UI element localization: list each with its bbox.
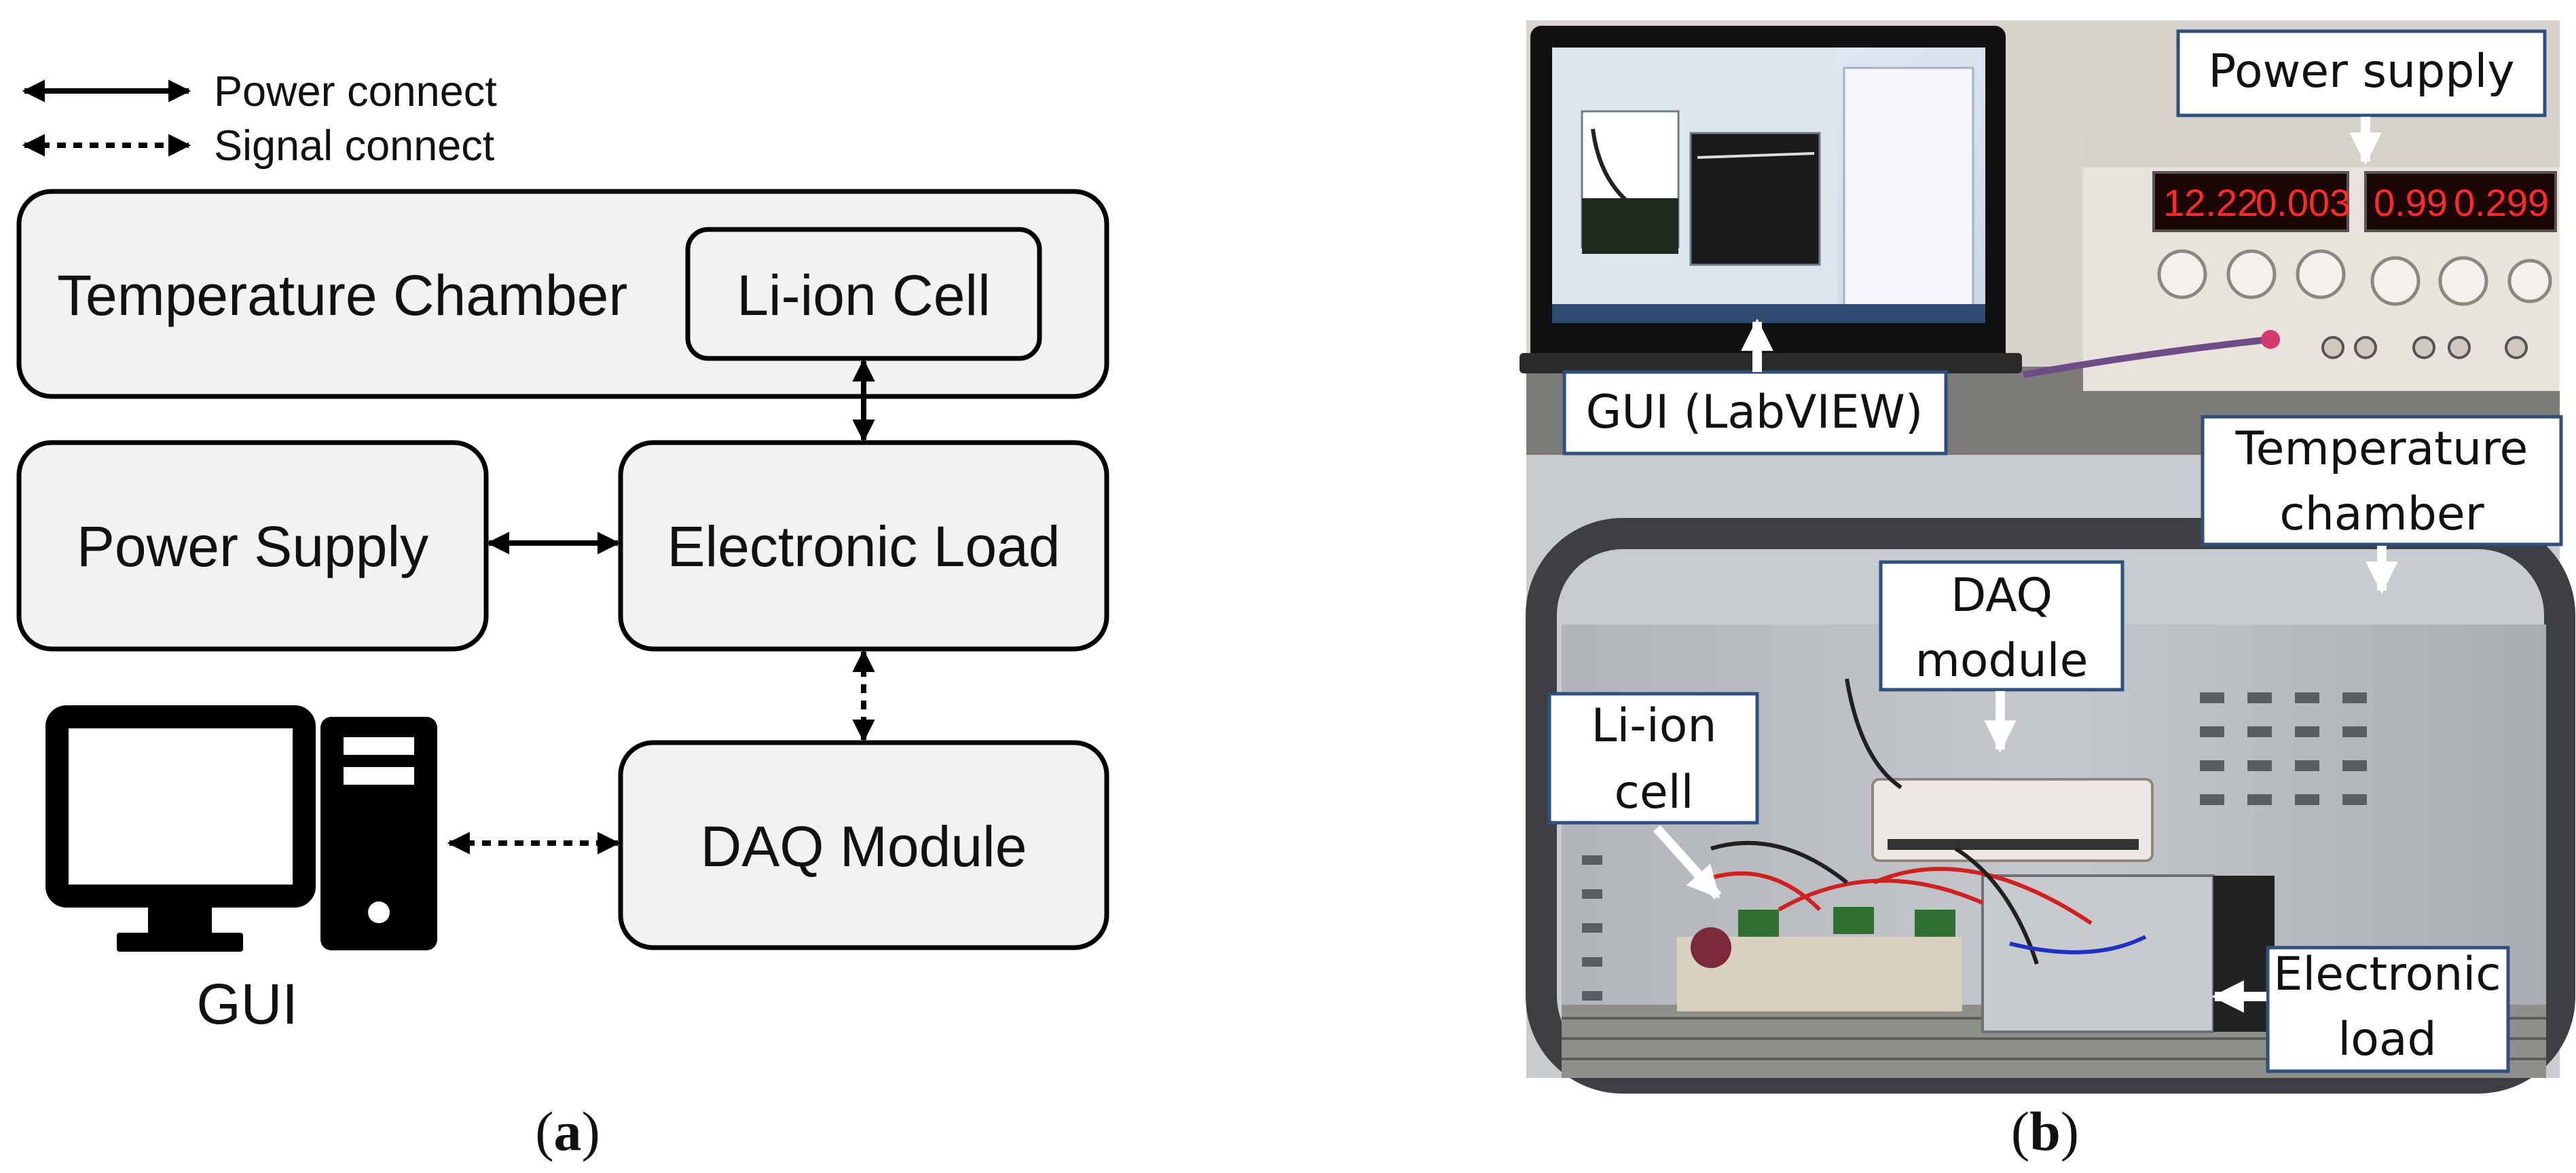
callout-power-supply-label: Power supply [2208, 45, 2514, 98]
ps-display-left-voltage: 12.22 [2163, 181, 2258, 224]
computer-icon [45, 705, 437, 952]
callout-electronic-load-line1: Electronic [2273, 948, 2501, 1001]
gui-label: GUI [196, 972, 297, 1036]
callout-gui [1562, 370, 1948, 455]
callout-daq-module-line2: module [1915, 634, 2089, 688]
callout-power-supply [2176, 29, 2547, 117]
caption-a: (a) [535, 1100, 600, 1162]
power-supply-label: Power Supply [77, 515, 428, 578]
legend-signal-label: Signal connect [214, 122, 495, 170]
li-ion-cell-block [685, 227, 1042, 361]
callout-electronic-load-line2: load [2338, 1013, 2436, 1066]
test-bench-photo: 12.22 0.003 0.99 0.299 [1520, 20, 2575, 1094]
li-ion-cell-label: Li-ion Cell [737, 263, 991, 327]
power-supply-block [16, 440, 489, 652]
daq-module-label: DAQ Module [701, 815, 1027, 878]
daq-module-block [618, 740, 1109, 950]
callout-daq-module [1879, 560, 2124, 692]
callout-temperature-chamber-line1: Temperature [2235, 422, 2528, 476]
laptop [1520, 26, 2022, 373]
ps-display-right-voltage: 0.99 [2374, 181, 2448, 224]
callout-li-ion-cell-arrow [1653, 825, 1722, 899]
callout-temperature-chamber-line2: chamber [2279, 487, 2484, 541]
legend: Power connect Signal connect [22, 68, 497, 170]
callout-daq-module-line1: DAQ [1951, 569, 2053, 622]
ps-display-left [2152, 171, 2349, 232]
ps-display-left-current: 0.003 [2256, 181, 2351, 224]
ps-display-right-current: 0.299 [2454, 181, 2549, 224]
electronic-load-block [618, 440, 1109, 652]
li-ion-cell-device [1691, 927, 1731, 968]
callout-li-ion-cell-line1: Li-ion [1591, 699, 1717, 753]
monitor-icon [45, 705, 316, 908]
temperature-chamber-label: Temperature Chamber [57, 263, 627, 327]
callout-li-ion-cell [1547, 692, 1759, 825]
block-diagram-panel: Power connect Signal connect Temperature… [16, 68, 1109, 1036]
electronic-load-label: Electronic Load [667, 515, 1060, 578]
callout-li-ion-cell-line2: cell [1614, 766, 1693, 819]
legend-power-label: Power connect [214, 68, 497, 115]
ps-display-right [2364, 171, 2557, 232]
power-supply-unit: 12.22 0.003 0.99 0.299 [2023, 129, 2560, 391]
callout-gui-label: GUI (LabVIEW) [1586, 386, 1924, 439]
caption-b: (b) [2011, 1100, 2079, 1162]
callout-temperature-chamber [2201, 415, 2563, 546]
callout-electronic-load [2266, 946, 2510, 1073]
electronic-load-device [1981, 874, 2215, 1033]
